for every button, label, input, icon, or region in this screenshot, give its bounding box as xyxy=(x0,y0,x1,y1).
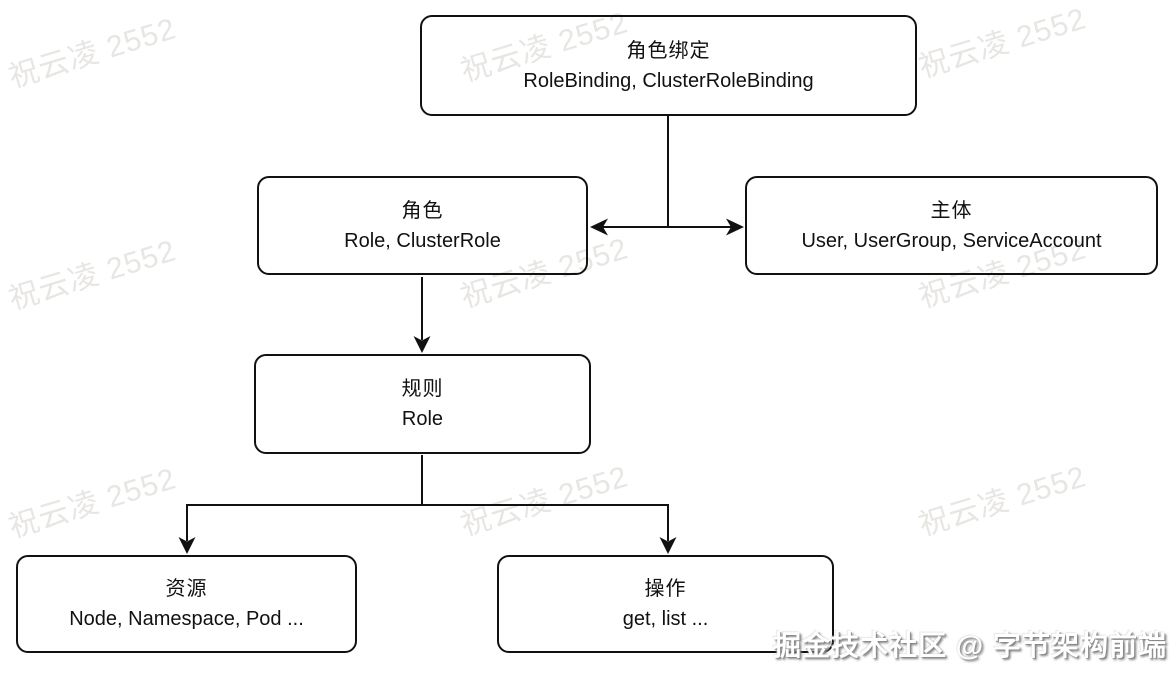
node-rule-label-zh: 规则 xyxy=(401,378,444,400)
node-subject-label-en: User, UserGroup, ServiceAccount xyxy=(801,229,1102,252)
arrowhead-into-rule xyxy=(413,336,431,353)
node-operation-label-en: get, list ... xyxy=(622,608,709,630)
node-resource-label-en: Node, Namespace, Pod ... xyxy=(69,608,304,630)
node-role-binding-label-en: RoleBinding, ClusterRoleBinding xyxy=(523,69,814,92)
arrowhead-into-resource xyxy=(178,537,196,554)
node-subject-label-zh: 主体 xyxy=(930,199,973,222)
node-resource: 资源 Node, Namespace, Pod ... xyxy=(16,555,357,653)
node-role-binding: 角色绑定 RoleBinding, ClusterRoleBinding xyxy=(420,15,917,116)
node-operation-label-zh: 操作 xyxy=(644,578,687,600)
node-role-label-zh: 角色 xyxy=(401,199,444,222)
node-role-label-en: Role, ClusterRole xyxy=(344,229,501,252)
node-role-binding-label-zh: 角色绑定 xyxy=(626,39,711,62)
arrowhead-into-subject xyxy=(726,218,744,236)
node-resource-label-zh: 资源 xyxy=(165,578,208,600)
node-rule-label-en: Role xyxy=(401,408,444,430)
arrowhead-into-operation xyxy=(659,537,677,554)
node-role: 角色 Role, ClusterRole xyxy=(257,176,588,275)
credit-watermark: 掘金技术社区 @ 字节架构前端 xyxy=(773,630,1167,661)
node-operation: 操作 get, list ... xyxy=(497,555,834,653)
arrowhead-into-role xyxy=(590,218,608,236)
node-rule: 规则 Role xyxy=(254,354,591,454)
node-subject: 主体 User, UserGroup, ServiceAccount xyxy=(745,176,1158,275)
